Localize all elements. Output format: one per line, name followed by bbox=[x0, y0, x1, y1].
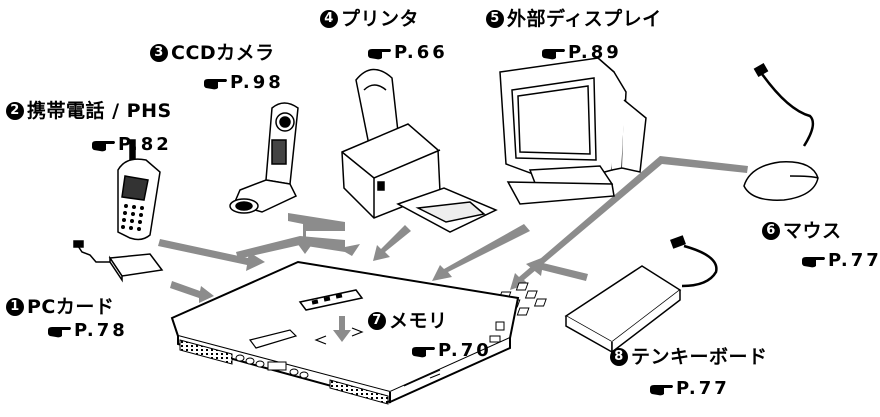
number-badge: 4 bbox=[320, 10, 338, 28]
ccd-camera-image bbox=[229, 102, 299, 214]
printer-image bbox=[341, 68, 498, 233]
number-badge: 2 bbox=[6, 102, 24, 120]
arrow-mouse bbox=[510, 156, 748, 290]
mouse-image bbox=[743, 63, 819, 201]
ref-mouse: P.77 bbox=[800, 250, 880, 272]
page-ref[interactable]: P.82 bbox=[118, 134, 172, 155]
label-pc-card: 1 PCカード bbox=[6, 296, 114, 318]
ref-pc-card: P.78 bbox=[46, 320, 128, 342]
label-text: メモリ bbox=[389, 310, 448, 332]
page-ref[interactable]: P.98 bbox=[230, 72, 284, 93]
connection-arrows bbox=[158, 156, 748, 303]
page-ref[interactable]: P.70 bbox=[438, 340, 492, 361]
label-text: テンキーボード bbox=[631, 346, 768, 368]
page-ref[interactable]: P.77 bbox=[828, 250, 880, 271]
arrow-printer bbox=[373, 225, 411, 261]
ref-tenkey: P.77 bbox=[648, 378, 730, 400]
label-text: 携帯電話 / PHS bbox=[27, 100, 172, 122]
label-printer: 4 プリンタ bbox=[320, 8, 419, 30]
pointing-hand-icon bbox=[368, 48, 391, 59]
pc-card-image bbox=[73, 240, 164, 283]
ref-ccd-camera: P.98 bbox=[202, 72, 284, 94]
label-text: 外部ディスプレイ bbox=[507, 8, 662, 30]
number-badge: 3 bbox=[150, 44, 168, 62]
arrow-pc-card bbox=[170, 281, 214, 303]
label-memory: 7 メモリ bbox=[368, 310, 448, 332]
label-tenkey: 8 テンキーボード bbox=[610, 346, 768, 368]
pointing-hand-icon bbox=[92, 140, 115, 151]
pointing-hand-icon bbox=[650, 384, 673, 395]
label-text: PCカード bbox=[27, 296, 115, 318]
label-mouse: 6 マウス bbox=[762, 220, 842, 242]
ref-printer: P.66 bbox=[366, 42, 448, 64]
pointing-hand-icon bbox=[802, 256, 825, 267]
external-display-image bbox=[499, 57, 647, 205]
label-external-display: 5 外部ディスプレイ bbox=[486, 8, 662, 30]
number-badge: 7 bbox=[368, 312, 386, 330]
memory-arrow bbox=[333, 316, 351, 342]
page-ref[interactable]: P.78 bbox=[74, 320, 128, 341]
arrow-tenkey bbox=[526, 257, 588, 281]
number-badge: 5 bbox=[486, 10, 504, 28]
arrow-camera-2 bbox=[236, 236, 360, 259]
label-text: プリンタ bbox=[341, 8, 420, 30]
pointing-hand-icon bbox=[542, 48, 565, 59]
pointing-hand-icon bbox=[48, 326, 71, 337]
arrow-display bbox=[432, 224, 530, 281]
ref-phone: P.82 bbox=[90, 134, 172, 156]
page-ref[interactable]: P.89 bbox=[568, 42, 622, 63]
ref-external-display: P.89 bbox=[540, 42, 622, 64]
number-badge: 8 bbox=[610, 348, 628, 366]
label-text: マウス bbox=[783, 220, 842, 242]
ref-memory: P.70 bbox=[410, 340, 492, 362]
pointing-hand-icon bbox=[204, 78, 227, 89]
page-ref[interactable]: P.66 bbox=[394, 42, 448, 63]
arrow-phone bbox=[158, 239, 265, 271]
label-ccd-camera: 3 CCDカメラ bbox=[150, 42, 275, 64]
phone-image bbox=[117, 139, 161, 241]
label-text: CCDカメラ bbox=[171, 42, 275, 64]
page-ref[interactable]: P.77 bbox=[676, 378, 730, 399]
pointing-hand-icon bbox=[412, 346, 435, 357]
number-badge: 1 bbox=[6, 298, 24, 316]
label-phone: 2 携帯電話 / PHS bbox=[6, 100, 172, 122]
number-badge: 6 bbox=[762, 222, 780, 240]
